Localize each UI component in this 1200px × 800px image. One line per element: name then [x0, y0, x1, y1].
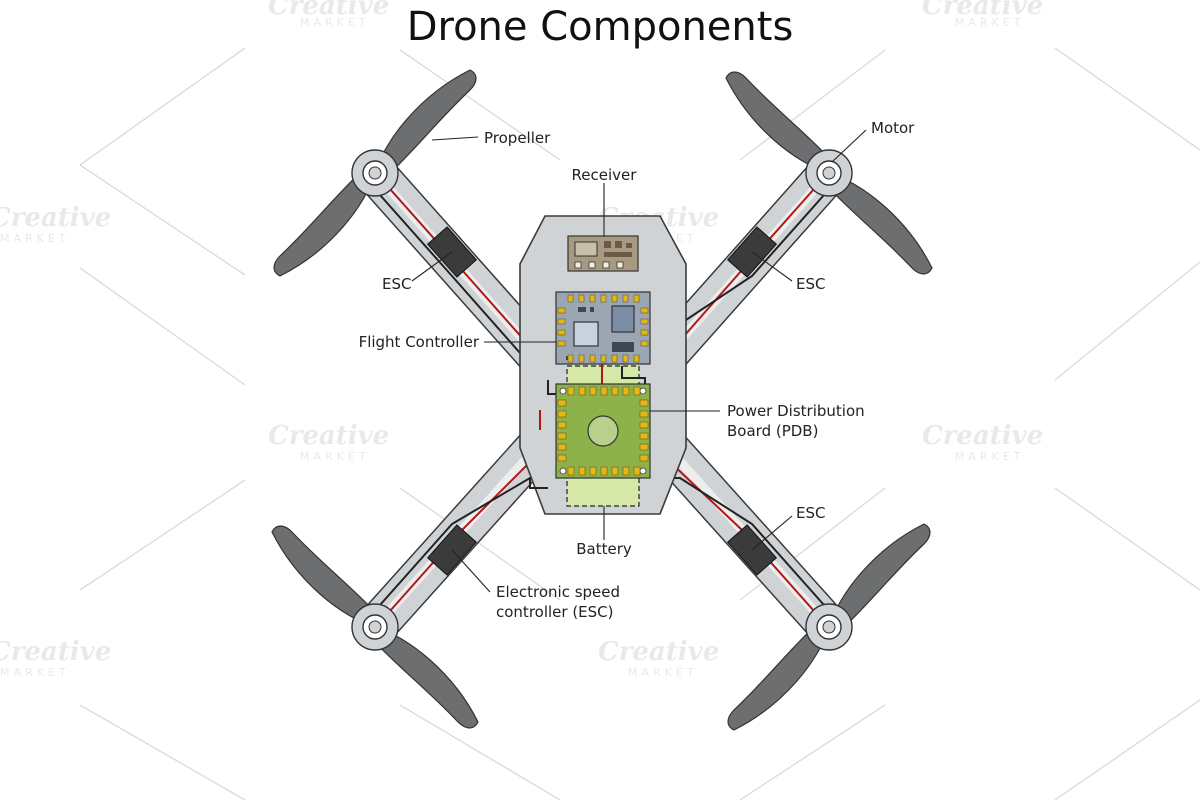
solder-pad — [611, 354, 618, 363]
labels: Propeller Motor Receiver ESC ESC Flight … — [359, 119, 916, 621]
motor-top-right — [805, 149, 853, 197]
solder-pad — [557, 421, 567, 429]
motor-bottom-left — [351, 603, 399, 651]
label-esc-top-right: ESC — [796, 275, 825, 293]
flight-controller — [555, 291, 651, 365]
solder-pad — [567, 354, 574, 363]
watermark-sub: MARKET — [300, 16, 370, 29]
solder-pad — [633, 466, 641, 476]
solder-pad — [557, 329, 566, 336]
fc-pads — [557, 294, 649, 363]
label-pdb-line1: Power Distribution — [727, 402, 865, 420]
label-battery: Battery — [576, 540, 632, 558]
solder-pad — [567, 386, 575, 396]
solder-pad — [633, 386, 641, 396]
solder-pad — [557, 443, 567, 451]
solder-pad — [600, 294, 607, 303]
solder-pad — [622, 466, 630, 476]
propeller-top-right — [725, 71, 933, 275]
motor-bottom-right — [805, 603, 853, 651]
watermark-text: Creative — [922, 421, 1043, 451]
watermark-sub: MARKET — [300, 450, 370, 463]
watermark-sub: MARKET — [955, 16, 1025, 29]
watermark-sub: MARKET — [955, 450, 1025, 463]
solder-pad — [578, 294, 585, 303]
solder-pad — [600, 354, 607, 363]
solder-pad — [578, 466, 586, 476]
watermark-sub: MARKET — [0, 232, 70, 245]
watermark-sub: MARKET — [0, 666, 70, 679]
watermark-text: Creative — [268, 421, 389, 451]
solder-pad — [567, 294, 574, 303]
receiver — [567, 235, 639, 272]
watermark-sub: MARKET — [628, 666, 698, 679]
propeller-top-left — [273, 69, 477, 277]
solder-pad — [557, 410, 567, 418]
solder-pad — [622, 294, 629, 303]
solder-pad — [578, 386, 586, 396]
solder-pad — [600, 466, 608, 476]
propeller-bottom-left — [271, 525, 479, 729]
solder-pad — [622, 386, 630, 396]
motor-top-left — [351, 149, 399, 197]
solder-pad — [578, 354, 585, 363]
solder-pad — [557, 318, 566, 325]
solder-pad — [640, 329, 649, 336]
solder-pad — [611, 466, 619, 476]
solder-pad — [600, 386, 608, 396]
leader-lines — [411, 129, 867, 593]
solder-pad — [640, 318, 649, 325]
solder-pad — [640, 340, 649, 347]
label-esc-full-line2: controller (ESC) — [496, 603, 614, 621]
solder-pad — [633, 294, 640, 303]
power-distribution-board — [555, 383, 651, 479]
label-propeller: Propeller — [484, 129, 551, 147]
pdb-pads — [557, 386, 649, 476]
solder-pad — [589, 386, 597, 396]
label-pdb-line2: Board (PDB) — [727, 422, 818, 440]
solder-pad — [633, 354, 640, 363]
label-esc-bottom-right: ESC — [796, 504, 825, 522]
solder-pad — [639, 443, 649, 451]
watermark-text: Creative — [0, 203, 111, 233]
watermark-text: Creative — [598, 637, 719, 667]
solder-pad — [611, 386, 619, 396]
solder-pad — [557, 399, 567, 407]
solder-pad — [567, 466, 575, 476]
solder-pad — [557, 432, 567, 440]
solder-pad — [589, 294, 596, 303]
solder-pad — [589, 466, 597, 476]
label-esc-top-left: ESC — [382, 275, 411, 293]
solder-pad — [639, 454, 649, 462]
label-motor: Motor — [871, 119, 915, 137]
watermark-text: Creative — [922, 0, 1043, 21]
solder-pad — [639, 432, 649, 440]
solder-pad — [622, 354, 629, 363]
label-receiver: Receiver — [572, 166, 638, 184]
solder-pad — [640, 307, 649, 314]
solder-pad — [557, 454, 567, 462]
watermark-text: Creative — [268, 0, 389, 21]
solder-pad — [611, 294, 618, 303]
watermark-text: Creative — [0, 637, 111, 667]
solder-pad — [589, 354, 596, 363]
solder-pad — [639, 399, 649, 407]
page-title: Drone Components — [406, 4, 794, 50]
solder-pad — [639, 410, 649, 418]
propeller-bottom-right — [727, 523, 931, 731]
solder-pad — [557, 340, 566, 347]
solder-pad — [639, 421, 649, 429]
label-esc-full-line1: Electronic speed — [496, 583, 620, 601]
label-flight-controller: Flight Controller — [359, 333, 480, 351]
solder-pad — [557, 307, 566, 314]
